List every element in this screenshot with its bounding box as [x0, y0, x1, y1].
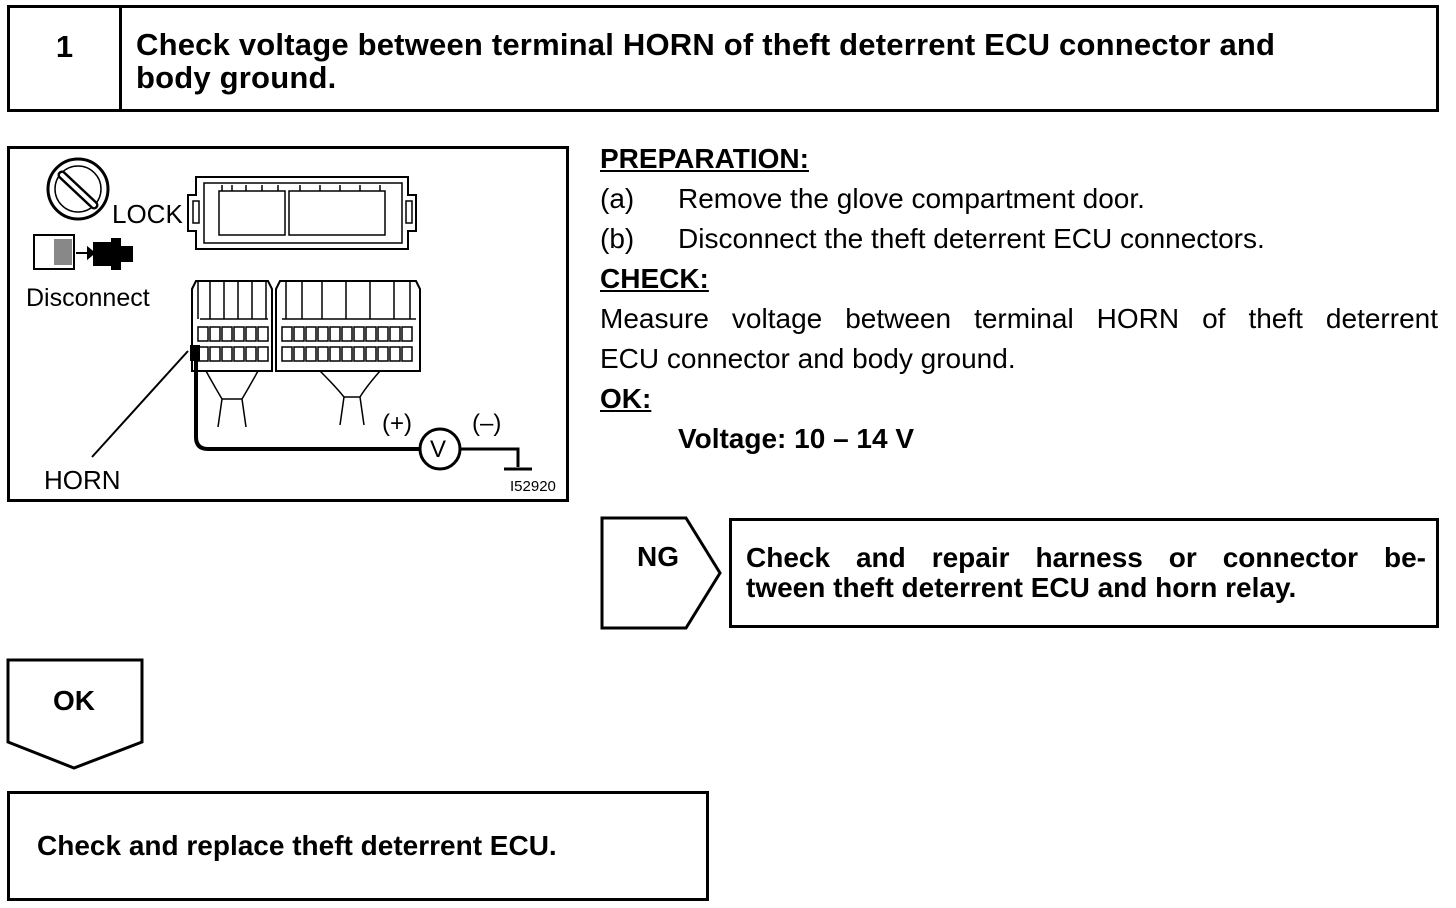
harness-connector-right: [275, 280, 421, 426]
preparation-heading: PREPARATION:: [600, 143, 809, 174]
ng-arrow-box: [600, 516, 722, 630]
negative-lead: [460, 447, 520, 467]
prep-step-a-marker: (a): [600, 183, 635, 214]
ecu-connector-upper: [187, 176, 417, 250]
ng-action-box: Check and repair harness or connector be…: [729, 518, 1439, 628]
prep-step-a-text: Remove the glove compartment door.: [678, 183, 1145, 214]
ok-heading: OK:: [600, 383, 652, 414]
check-text-line1: Measure voltage between terminal HORN of…: [600, 303, 1438, 334]
step-title-line1: Check voltage between terminal HORN of t…: [136, 27, 1276, 62]
harness-connector-left: [191, 280, 273, 428]
prep-step-b-marker: (b): [600, 223, 635, 254]
horn-label: HORN: [44, 465, 121, 495]
check-heading: CHECK:: [600, 263, 709, 294]
horn-terminal: [190, 345, 200, 361]
positive-label: (+): [382, 410, 412, 437]
check-text-line2: ECU connector and body ground.: [600, 343, 1016, 374]
ok-action-text: Check and replace theft deterrent ECU.: [37, 830, 557, 861]
figure-code: I52920: [510, 478, 556, 495]
step-number-cell: 1: [10, 8, 122, 109]
wiring-diagram: [33, 157, 532, 471]
ok-label: OK: [53, 685, 95, 716]
step-title: Check voltage between terminal HORN of t…: [136, 28, 1426, 94]
ng-label: NG: [637, 541, 679, 572]
ignition-lock-icon: [46, 157, 110, 221]
step-number: 1: [55, 29, 74, 64]
positive-lead: [194, 361, 420, 451]
disconnect-connector-icon: [33, 234, 133, 270]
ok-action-box: Check and replace theft deterrent ECU.: [7, 791, 709, 901]
lock-label: LOCK: [112, 199, 183, 229]
prep-step-b-text: Disconnect the theft deterrent ECU conne…: [678, 223, 1265, 254]
ng-action-line2: tween theft deterrent ECU and horn relay…: [746, 572, 1297, 603]
horn-pointer: [91, 350, 189, 458]
ok-spec-value: Voltage: 10 – 14 V: [678, 423, 915, 454]
connector-illustration: LOCK Disconnect HORN (+) (–) V I52920: [7, 146, 569, 502]
disconnect-label: Disconnect: [26, 284, 150, 312]
step-header: 1 Check voltage between terminal HORN of…: [7, 5, 1439, 112]
negative-label: (–): [472, 410, 502, 437]
ng-action-line1: Check and repair harness or connector be…: [746, 542, 1426, 573]
step-title-line2: body ground.: [136, 60, 337, 95]
voltmeter-label: V: [430, 436, 447, 463]
ok-arrow-box: [6, 658, 144, 770]
